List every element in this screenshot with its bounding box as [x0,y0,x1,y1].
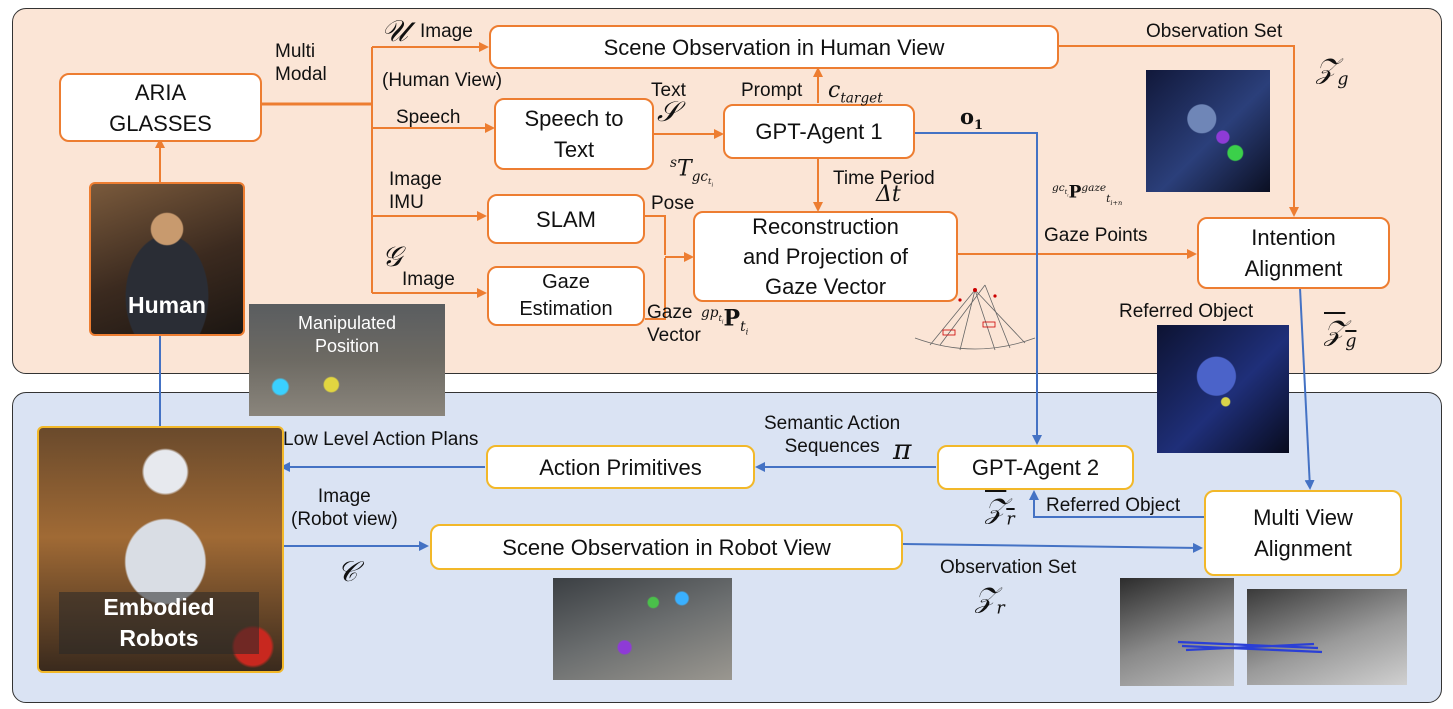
gpt-agent-2-box: GPT-Agent 2 [937,445,1134,490]
prompt-label: Prompt [741,80,803,101]
human-view-label: (Human View) [382,70,503,91]
arrow-down [1299,287,1315,490]
speech-to-text-box: Speech to Text [494,98,654,170]
arrow-up [1029,490,1205,518]
manipulated-position-photo: Manipulated Position [249,304,445,416]
observation-set-label: Observation Set [1146,21,1283,42]
arrow-right [902,542,1203,553]
multi-view-image-left [1120,578,1234,686]
semantic-action-sequences-label: Semantic Action Sequences [764,413,901,457]
action-primitives-box: Action Primitives [486,445,755,489]
gpt-agent-1-box: GPT-Agent 1 [723,104,915,159]
pi-symbol: π [893,433,912,466]
observation-set-robot-label: Observation Set [940,557,1077,578]
zr-bar-symbol: 𝒵r [985,492,1015,530]
image-robot-view-label: Image (Robot view) [291,486,398,530]
o1-symbol: o1 [960,104,984,134]
scene-observation-robot-box: Scene Observation in Robot View [430,524,903,570]
low-level-action-plans-label: Low Level Action Plans [283,429,479,450]
human-photo: Human [89,182,245,336]
text-label: Text [651,80,686,101]
arrow-down [915,132,1042,445]
robot-caption: Embodied Robots [59,592,259,654]
intention-alignment-box: Intention Alignment [1197,217,1390,289]
aria-glasses-box: ARIA GLASSES [59,73,262,142]
gaze-vector-label: Gaze Vector [647,302,701,346]
multi-view-alignment-box: Multi View Alignment [1204,490,1402,576]
gaze-points-symbol: gctiPgazeti+n [1052,182,1123,208]
u-symbol: 𝒰 [381,14,408,49]
human-caption: Human [128,292,206,318]
manipulated-position-label: Manipulated Position [297,313,397,356]
image-imu-label: Image IMU [389,169,442,213]
arrow-down [1059,45,1299,217]
transform-symbol: sTgcti [670,155,714,190]
speech-label: Speech [396,107,461,128]
observation-image-human [1146,70,1270,192]
multi-view-image-right [1247,589,1407,685]
referred-object-robot-label: Referred Object [1046,495,1181,516]
gaze-estimation-box: Gaze Estimation [487,266,645,326]
delta-t-symbol: Δt [876,182,901,207]
slam-box: SLAM [487,194,645,244]
zg-symbol: 𝒵g [1316,52,1349,90]
s-symbol: 𝒮 [657,95,679,128]
gaze-points-label: Gaze Points [1044,225,1148,246]
robot-photo: Embodied Robots [37,426,284,673]
observation-image-robot [553,578,732,680]
gaze-geometry-sketch [914,284,1036,351]
image-label: Image [420,21,473,42]
referred-object-image [1157,325,1289,453]
referred-object-label: Referred Object [1119,301,1254,322]
multi-modal-label: Multi Modal [275,41,327,85]
pose-label: Pose [651,193,695,214]
g-symbol: 𝒢 [382,240,402,273]
reconstruction-box: Reconstruction and Projection of Gaze Ve… [693,211,958,302]
zg-bar-symbol: 𝒵g [1324,314,1357,352]
scene-observation-human-box: Scene Observation in Human View [489,25,1059,69]
image-gaze-label: Image [402,269,455,290]
zr-symbol: 𝒵r [975,581,1005,619]
gaze-vector-symbol: gptiPti [701,305,749,337]
c-target-symbol: ctarget [828,78,883,107]
c-symbol: 𝒞 [337,555,358,588]
time-period-label: Time Period [833,168,935,189]
